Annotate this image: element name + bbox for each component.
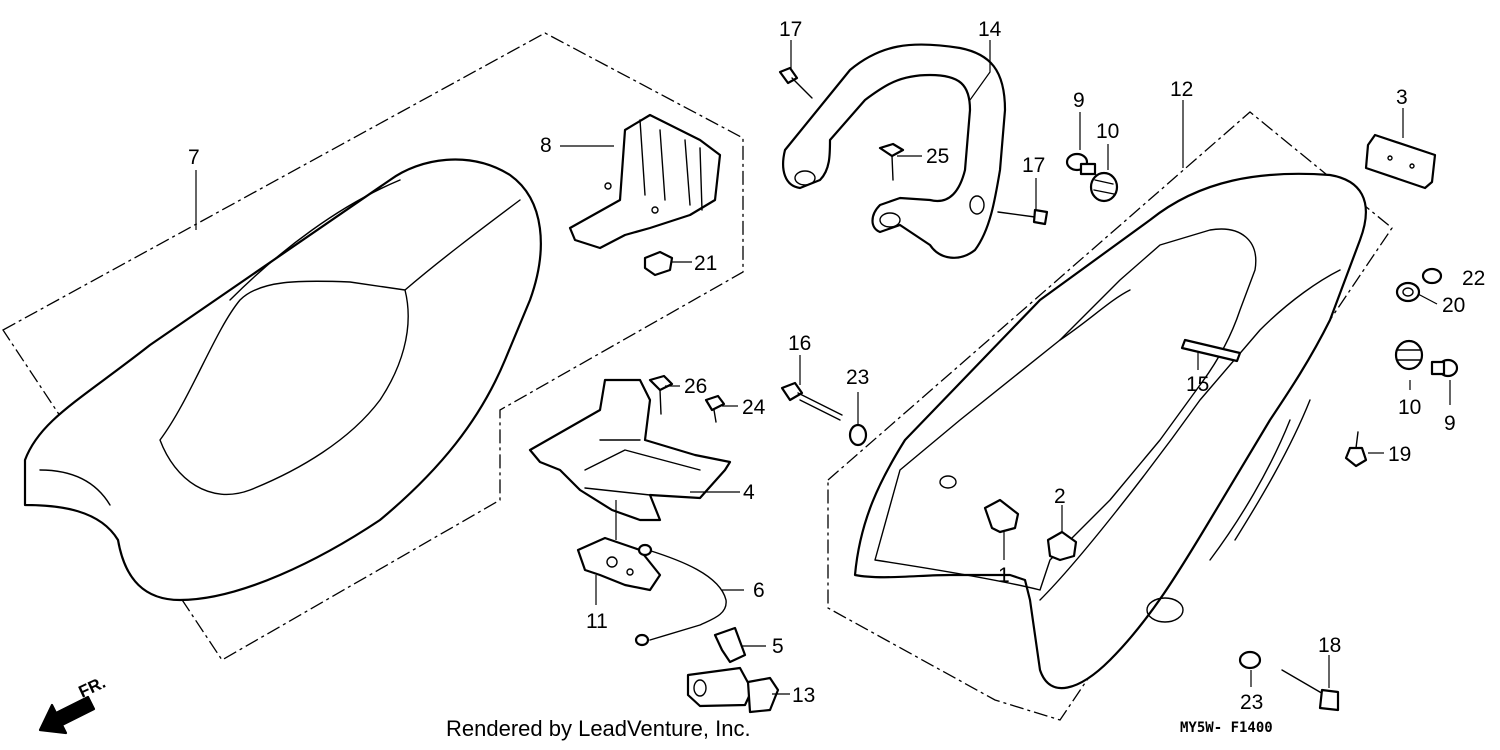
callout-16: 16 (788, 332, 811, 355)
callout-8: 8 (540, 134, 552, 157)
callout-7: 7 (188, 146, 200, 169)
grommet-10-top (1089, 171, 1119, 203)
callout-10-right: 10 (1398, 396, 1421, 419)
callout-6: 6 (753, 579, 765, 602)
seat (23, 158, 542, 602)
callout-15: 15 (1186, 373, 1209, 396)
bolt-24 (704, 394, 726, 423)
callout-25: 25 (926, 145, 949, 168)
bolt-16 (780, 381, 843, 421)
callout-9-top: 9 (1073, 89, 1085, 112)
screw-19 (1344, 431, 1368, 468)
front-label: FR. (76, 673, 109, 702)
washer-22 (1421, 267, 1443, 285)
callout-14: 14 (978, 18, 1002, 41)
callout-23-mid: 23 (846, 366, 869, 389)
grommet-9-right (1430, 358, 1459, 378)
callout-9-right: 9 (1444, 412, 1456, 435)
callout-13: 13 (792, 684, 815, 707)
lock-clip (713, 626, 747, 664)
callout-17-right: 17 (1022, 154, 1045, 177)
callout-18: 18 (1318, 634, 1341, 657)
grab-rail (782, 43, 1007, 259)
callout-12: 12 (1170, 78, 1193, 101)
grommet-9-top (1065, 152, 1097, 176)
bolt-25 (878, 142, 905, 181)
callout-19: 19 (1388, 443, 1411, 466)
washer-23-mid (848, 423, 868, 447)
callout-1: 1 (998, 564, 1010, 587)
callout-10-top: 10 (1096, 120, 1119, 143)
callout-24: 24 (742, 396, 766, 419)
callout-4: 4 (743, 481, 755, 504)
bolt-26 (648, 374, 674, 415)
key-cylinder (686, 666, 780, 714)
callout-22: 22 (1462, 267, 1485, 290)
bolt-17-top (778, 66, 813, 99)
callout-3: 3 (1396, 86, 1408, 109)
seat-group-frame (2, 32, 744, 661)
nut-20 (1395, 281, 1421, 303)
trim-15 (1180, 338, 1242, 363)
callout-17-top: 17 (779, 18, 802, 41)
front-direction-arrow: FR. (38, 673, 109, 735)
cowl-group-frame (827, 111, 1393, 721)
latch-bracket (528, 378, 732, 522)
bolt-18 (1281, 669, 1340, 712)
callout-11: 11 (586, 610, 608, 633)
callout-26: 26 (684, 375, 707, 398)
seat-bracket (568, 113, 722, 250)
callout-21: 21 (694, 252, 717, 275)
collar-1 (983, 498, 1020, 534)
grommet-10-right (1394, 339, 1424, 371)
washer-23-bottom (1238, 650, 1262, 670)
rendered-by-credit: Rendered by LeadVenture, Inc. (446, 716, 751, 741)
diagram-code: MY5W- F1400 (1180, 720, 1273, 736)
latch-cable (634, 543, 727, 647)
callout-23-bottom: 23 (1240, 691, 1263, 714)
bolt-17-right (997, 208, 1049, 226)
callout-2: 2 (1054, 485, 1066, 508)
callout-20: 20 (1442, 294, 1465, 317)
callout-5: 5 (772, 635, 784, 658)
leader-lines (195, 40, 1451, 695)
nut-21 (643, 250, 674, 277)
reflector-plate (1364, 133, 1437, 190)
rear-cowl (853, 172, 1367, 690)
